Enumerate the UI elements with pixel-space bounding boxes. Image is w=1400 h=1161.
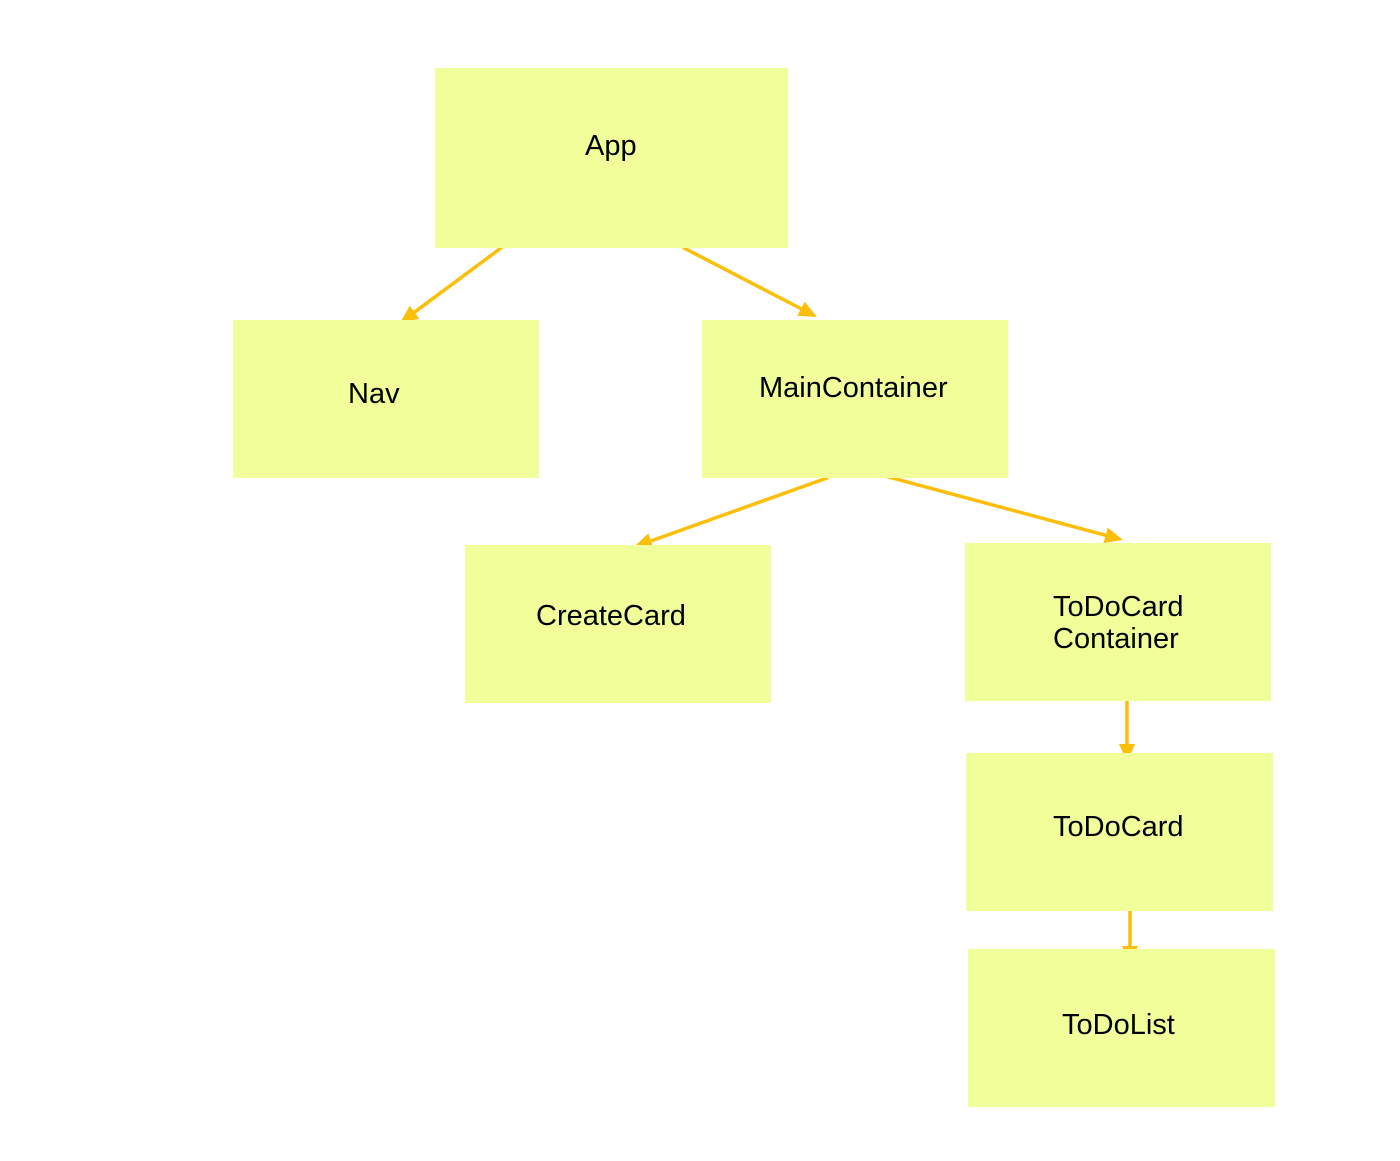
node-todo-card-container-label-line1: ToDoCard [1053, 591, 1184, 623]
node-todo-list: ToDoList [968, 949, 1275, 1107]
node-todo-list-label: ToDoList [1062, 1009, 1175, 1041]
node-app: App [435, 68, 788, 248]
node-nav: Nav [233, 320, 539, 478]
edge-app-to-nav [411, 246, 503, 316]
node-todo-card-container: ToDoCard Container [965, 543, 1271, 701]
node-nav-label: Nav [348, 378, 400, 410]
node-main-container: MainContainer [702, 320, 1008, 478]
node-create-card-label: CreateCard [536, 600, 686, 632]
edge-app-to-main-container-arrowhead [797, 301, 817, 317]
node-todo-card-container-label-line2: Container [1053, 623, 1179, 655]
edge-main-container-to-create-card [647, 476, 829, 544]
node-main-container-label: MainContainer [759, 372, 948, 404]
edge-app-to-nav-arrowhead [400, 305, 420, 323]
node-todo-card: ToDoCard [966, 753, 1273, 911]
edge-main-container-to-todo-card-container [883, 474, 1110, 538]
node-app-label: App [585, 130, 637, 162]
node-create-card: CreateCard [465, 545, 771, 703]
edge-app-to-main-container [682, 246, 805, 312]
edge-main-container-to-todo-card-container-arrowhead [1103, 527, 1123, 544]
node-todo-card-container-label: ToDoCard Container [1053, 591, 1184, 655]
edge-main-container-to-create-card-arrowhead [634, 533, 654, 549]
node-todo-card-label: ToDoCard [1053, 811, 1184, 843]
